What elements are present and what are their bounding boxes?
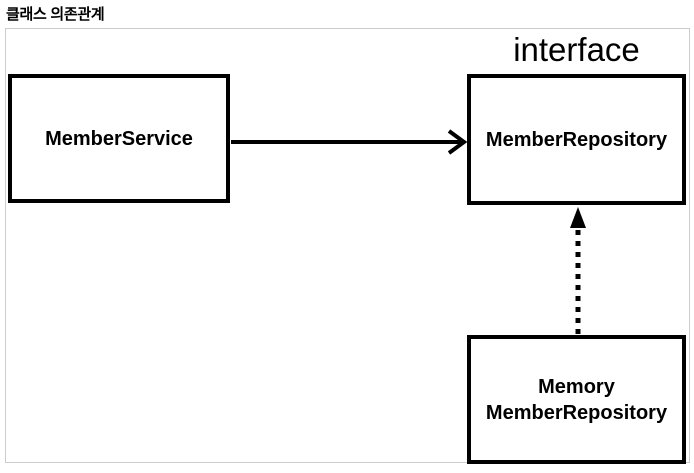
memory-member-repository-box: Memory MemberRepository <box>467 335 686 464</box>
memory-member-repository-label-line2: MemberRepository <box>485 401 668 424</box>
member-service-box: MemberService <box>8 74 230 203</box>
interface-stereotype-label: interface <box>513 31 640 68</box>
memory-member-repository-label-line1: Memory <box>538 375 615 398</box>
member-repository-box: MemberRepository <box>467 74 686 205</box>
member-repository-label: MemberRepository <box>485 128 668 151</box>
page-title: 클래스 의존관계 <box>6 6 105 23</box>
member-service-label: MemberService <box>45 127 193 150</box>
